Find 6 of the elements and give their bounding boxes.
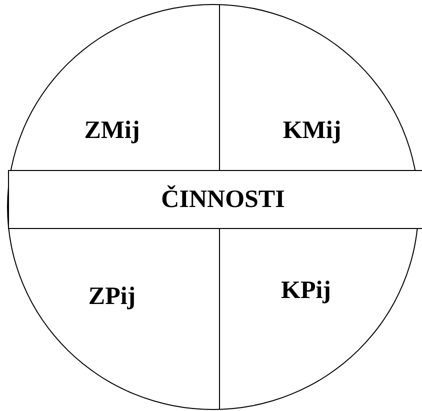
quadrant-label: ZMij [84, 117, 140, 145]
band-label: ČINNOSTI [161, 186, 285, 214]
quadrant-label: ZPij [88, 283, 136, 311]
quadrant-label: KMij [282, 117, 342, 145]
center-band [8, 170, 422, 229]
quadrant-label: KPij [281, 277, 331, 305]
